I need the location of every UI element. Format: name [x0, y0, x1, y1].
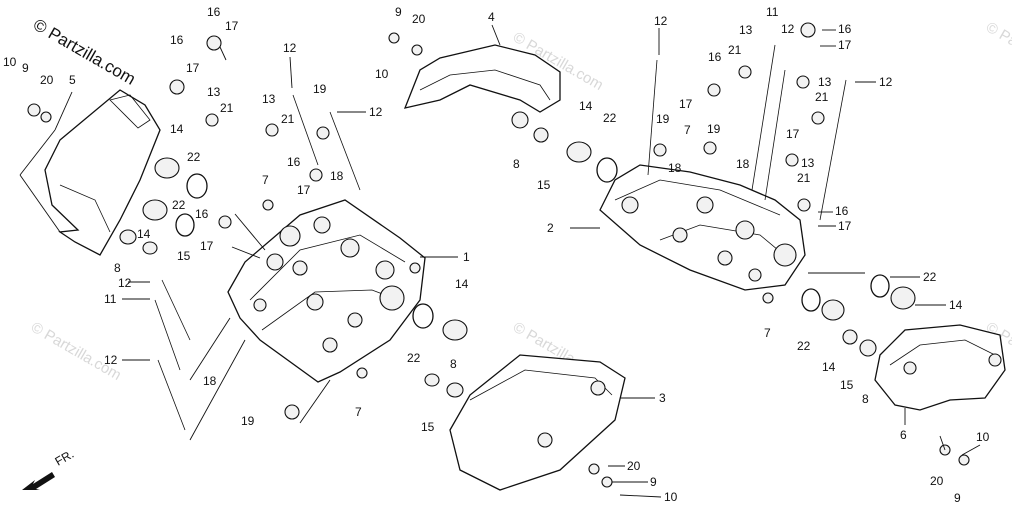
callout-labels: 1 2 3 4 5 6 7 7 7 7 8 8 8 8 9 9 9 9 10 1…: [3, 5, 990, 505]
callout-14: 14: [579, 99, 593, 113]
callout-14: 14: [137, 227, 151, 241]
fr-label: FR.: [53, 447, 77, 469]
part-6-side-cover: [874, 324, 1006, 425]
callout-20: 20: [412, 12, 426, 26]
callout-9: 9: [22, 61, 29, 75]
callout-22: 22: [172, 198, 186, 212]
callout-20: 20: [40, 73, 54, 87]
callout-13: 13: [739, 23, 753, 37]
callout-7: 7: [355, 405, 362, 419]
callout-12: 12: [781, 22, 795, 36]
callout-16: 16: [170, 33, 184, 47]
callout-11: 11: [766, 5, 779, 19]
callout-14: 14: [822, 360, 836, 374]
callout-22: 22: [603, 111, 617, 125]
part-5-side-cover: [19, 89, 161, 256]
part-4-top-cover: [403, 24, 561, 113]
callout-17: 17: [838, 219, 852, 233]
callout-16: 16: [207, 5, 221, 19]
callout-17: 17: [838, 38, 852, 52]
callout-16: 16: [835, 204, 849, 218]
callout-21: 21: [815, 90, 829, 104]
callout-22: 22: [187, 150, 201, 164]
callout-5: 5: [69, 73, 76, 87]
callout-10: 10: [664, 490, 678, 504]
callout-16: 16: [287, 155, 301, 169]
callout-13: 13: [207, 85, 221, 99]
callout-17: 17: [786, 127, 800, 141]
callout-20: 20: [930, 474, 944, 488]
callout-12: 12: [654, 14, 668, 28]
callout-17: 17: [200, 239, 214, 253]
callout-16: 16: [195, 207, 209, 221]
callout-10: 10: [976, 430, 990, 444]
callout-17: 17: [186, 61, 200, 75]
callout-12: 12: [879, 75, 893, 89]
callout-12: 12: [104, 353, 118, 367]
callout-22: 22: [797, 339, 811, 353]
callout-15: 15: [840, 378, 854, 392]
callout-8: 8: [862, 392, 869, 406]
faint-watermark: © Partzilla.com: [28, 319, 124, 384]
callout-1: 1: [463, 250, 470, 264]
callout-7: 7: [684, 123, 691, 137]
part-2-head-cover: [570, 164, 806, 291]
callout-3: 3: [659, 391, 666, 405]
part-1-head-cover: [227, 199, 458, 383]
callout-21: 21: [728, 43, 742, 57]
callout-11: 11: [104, 292, 117, 306]
callout-20: 20: [627, 459, 641, 473]
callout-21: 21: [797, 171, 811, 185]
callout-10: 10: [375, 67, 389, 81]
callout-17: 17: [297, 183, 311, 197]
callout-16: 16: [838, 22, 852, 36]
callout-8: 8: [513, 157, 520, 171]
callout-18: 18: [203, 374, 217, 388]
callout-4: 4: [488, 10, 495, 24]
callout-18: 18: [668, 161, 682, 175]
callout-19: 19: [313, 82, 327, 96]
callout-19: 19: [707, 122, 721, 136]
callout-7: 7: [262, 173, 269, 187]
callout-22: 22: [407, 351, 421, 365]
callout-17: 17: [679, 97, 693, 111]
callout-9: 9: [395, 5, 402, 19]
callout-13: 13: [818, 75, 832, 89]
callout-19: 19: [241, 414, 255, 428]
callout-12: 12: [369, 105, 383, 119]
part-3-lower-cover: [449, 354, 655, 491]
callout-6: 6: [900, 428, 907, 442]
callout-10: 10: [3, 55, 17, 69]
callout-2: 2: [547, 221, 554, 235]
callout-13: 13: [262, 92, 276, 106]
callout-8: 8: [450, 357, 457, 371]
callout-18: 18: [330, 169, 344, 183]
callout-21: 21: [281, 112, 295, 126]
faint-watermark: © Partzilla.com: [983, 19, 1012, 84]
front-direction-arrow: FR.: [22, 447, 76, 490]
callout-7: 7: [764, 326, 771, 340]
callout-12: 12: [283, 41, 297, 55]
callout-19: 19: [656, 112, 670, 126]
callout-14: 14: [170, 122, 184, 136]
callout-18: 18: [736, 157, 750, 171]
callout-15: 15: [177, 249, 191, 263]
callout-15: 15: [421, 420, 435, 434]
callout-9: 9: [954, 491, 961, 505]
leader-lines: [122, 28, 981, 498]
callout-22: 22: [923, 270, 937, 284]
callout-13: 13: [801, 156, 815, 170]
callout-16: 16: [708, 50, 722, 64]
callout-14: 14: [949, 298, 963, 312]
small-parts: [27, 22, 970, 488]
callout-17: 17: [225, 19, 239, 33]
callout-15: 15: [537, 178, 551, 192]
callout-9: 9: [650, 475, 657, 489]
callout-21: 21: [220, 101, 234, 115]
callout-12: 12: [118, 276, 132, 290]
callout-14: 14: [455, 277, 469, 291]
callout-8: 8: [114, 261, 121, 275]
